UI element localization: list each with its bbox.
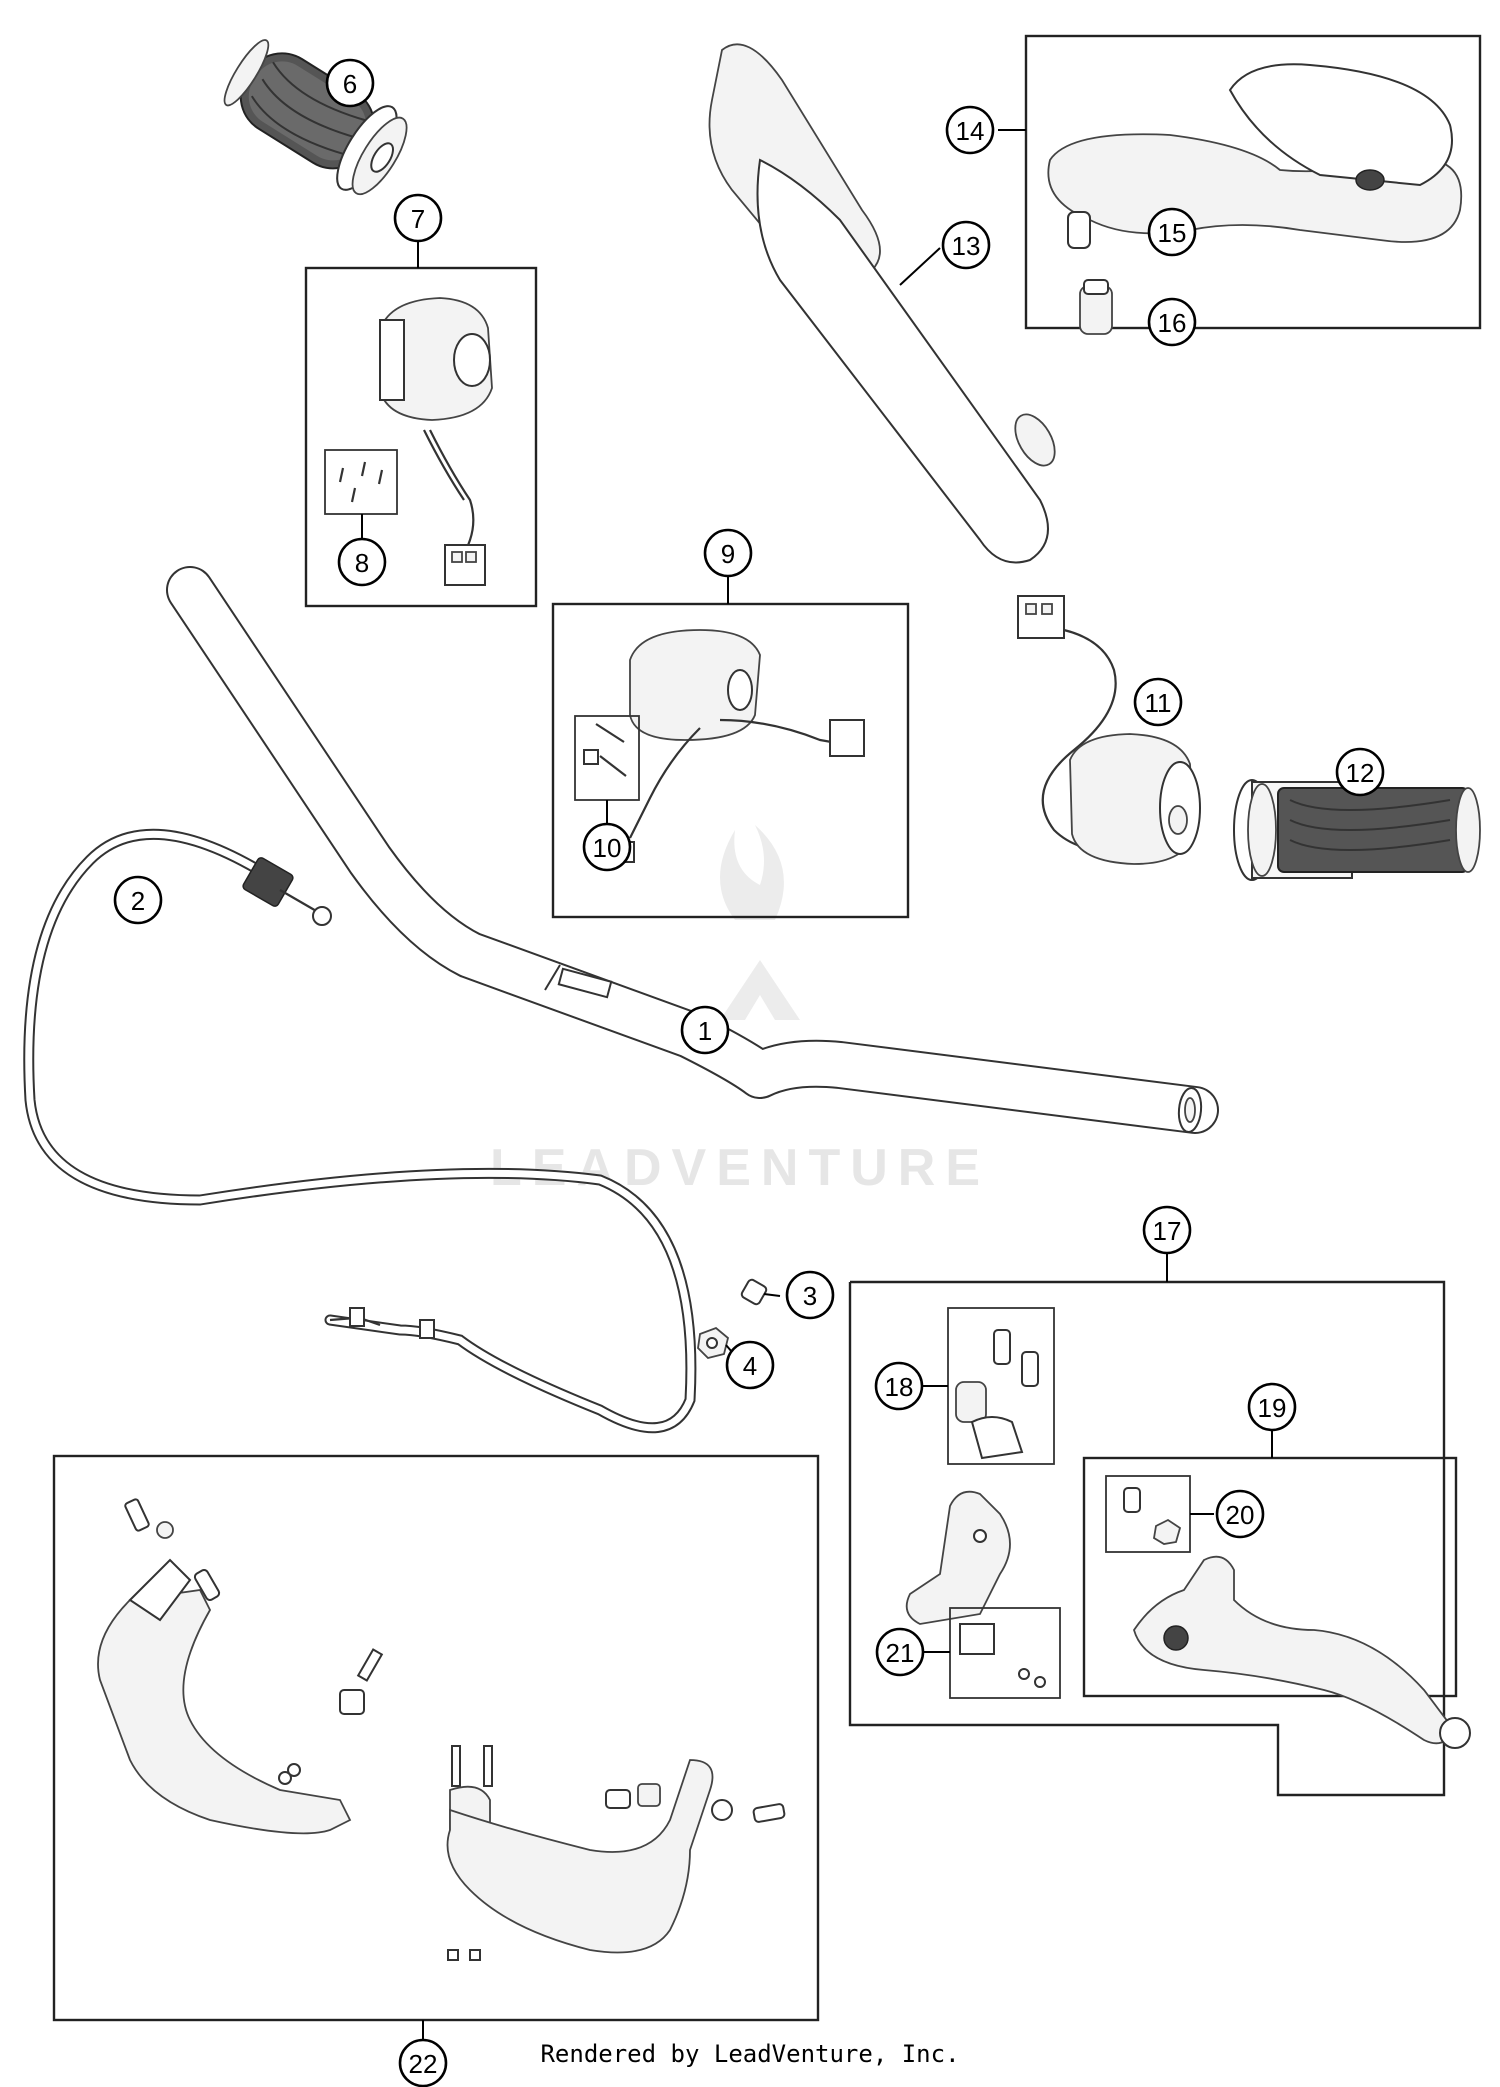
callout-9: 9 bbox=[703, 528, 753, 578]
callout-circle bbox=[945, 105, 995, 155]
callout-16: 16 bbox=[1147, 297, 1197, 347]
callout-20: 20 bbox=[1215, 1489, 1265, 1539]
callout-17: 17 bbox=[1142, 1205, 1192, 1255]
brake-lever-14 bbox=[1047, 63, 1463, 243]
callout-circle bbox=[113, 875, 163, 925]
callout-label: 8 bbox=[355, 548, 369, 578]
callout-label: 12 bbox=[1346, 758, 1375, 788]
grip-right bbox=[1233, 779, 1481, 881]
callout-label: 15 bbox=[1158, 218, 1187, 248]
callout-label: 18 bbox=[885, 1372, 914, 1402]
callout-circle bbox=[1215, 1489, 1265, 1539]
callout-4: 4 bbox=[725, 1340, 775, 1390]
callout-circle bbox=[393, 193, 443, 243]
callout-circle bbox=[1247, 1382, 1297, 1432]
callout-label: 20 bbox=[1226, 1500, 1255, 1530]
callout-circle bbox=[337, 537, 387, 587]
callout-15: 15 bbox=[1147, 207, 1197, 257]
adjuster-15 bbox=[1067, 211, 1091, 249]
callout-circle bbox=[1142, 1205, 1192, 1255]
callout-label: 3 bbox=[803, 1281, 817, 1311]
callout-6: 6 bbox=[325, 58, 375, 108]
box-22 bbox=[52, 1454, 820, 2022]
clutch-master-body bbox=[905, 1490, 1011, 1625]
bolt-3 bbox=[740, 1278, 768, 1306]
switch-parts-21 bbox=[959, 1623, 1046, 1688]
callout-label: 21 bbox=[886, 1638, 915, 1668]
right-switch-assembly-9 bbox=[611, 629, 865, 863]
callout-14: 14 bbox=[945, 105, 995, 155]
callout-circle bbox=[680, 1005, 730, 1055]
adjuster-16 bbox=[1079, 279, 1113, 335]
callout-label: 14 bbox=[956, 116, 985, 146]
callout-18: 18 bbox=[874, 1361, 924, 1411]
callout-label: 19 bbox=[1258, 1393, 1287, 1423]
box-9 bbox=[551, 602, 910, 919]
left-switch-assembly bbox=[379, 297, 493, 586]
callout-19: 19 bbox=[1247, 1382, 1297, 1432]
callout-label: 16 bbox=[1158, 308, 1187, 338]
adjuster-parts-20 bbox=[1123, 1487, 1182, 1545]
callout-label: 7 bbox=[411, 204, 425, 234]
box-7 bbox=[304, 266, 538, 608]
callout-label: 22 bbox=[409, 2049, 438, 2079]
callout-circle bbox=[875, 1627, 925, 1677]
callout-circle bbox=[582, 822, 632, 872]
clutch-cable bbox=[23, 828, 697, 1434]
watermark-text: LEADVENTURE bbox=[490, 1139, 990, 1197]
callout-circle bbox=[941, 220, 991, 270]
callout-label: 2 bbox=[131, 886, 145, 916]
callout-circle bbox=[703, 528, 753, 578]
clamp-parts-18 bbox=[955, 1329, 1039, 1460]
callout-circle bbox=[1147, 297, 1197, 347]
nut-4 bbox=[697, 1326, 730, 1359]
box-14 bbox=[1024, 34, 1482, 330]
callout-circle bbox=[874, 1361, 924, 1411]
right-switch-11 bbox=[1017, 595, 1201, 865]
callout-label: 1 bbox=[698, 1016, 712, 1046]
clutch-lever-19 bbox=[1133, 1555, 1471, 1749]
callout-circle bbox=[1147, 207, 1197, 257]
callout-2: 2 bbox=[113, 875, 163, 925]
callout-label: 13 bbox=[952, 231, 981, 261]
callout-22: 22 bbox=[398, 2038, 448, 2087]
callout-label: 10 bbox=[593, 833, 622, 863]
callout-label: 9 bbox=[721, 539, 735, 569]
callout-7: 7 bbox=[393, 193, 443, 243]
watermark: LEADVENTURE bbox=[490, 825, 990, 1197]
box-8 bbox=[324, 449, 398, 515]
callout-circle bbox=[1133, 677, 1183, 727]
callout-label: 4 bbox=[743, 1351, 757, 1381]
box-20 bbox=[1105, 1475, 1191, 1553]
screws-8 bbox=[338, 461, 384, 503]
callout-circle bbox=[1335, 747, 1385, 797]
callout-label: 17 bbox=[1153, 1216, 1182, 1246]
hand-guard bbox=[708, 43, 1056, 564]
callout-circle bbox=[785, 1270, 835, 1320]
callout-label: 11 bbox=[1145, 688, 1172, 718]
callout-12: 12 bbox=[1335, 747, 1385, 797]
footer-credit: Rendered by LeadVenture, Inc. bbox=[540, 2040, 960, 2068]
callout-circle bbox=[325, 58, 375, 108]
callout-1: 1 bbox=[680, 1005, 730, 1055]
callout-21: 21 bbox=[875, 1627, 925, 1677]
hand-guard-kit bbox=[97, 1498, 786, 1961]
callout-label: 6 bbox=[343, 69, 357, 99]
callout-circle bbox=[398, 2038, 448, 2087]
handlebar bbox=[166, 566, 1219, 1134]
callout-13: 13 bbox=[941, 220, 991, 270]
grip-left bbox=[223, 39, 408, 196]
callout-11: 11 bbox=[1133, 677, 1183, 727]
callout-3: 3 bbox=[785, 1270, 835, 1320]
callout-circle bbox=[725, 1340, 775, 1390]
callout-10: 10 bbox=[582, 822, 632, 872]
screws-10 bbox=[583, 723, 627, 777]
callout-8: 8 bbox=[337, 537, 387, 587]
box-19 bbox=[1082, 1456, 1458, 1698]
box-17 bbox=[848, 1280, 1446, 1797]
